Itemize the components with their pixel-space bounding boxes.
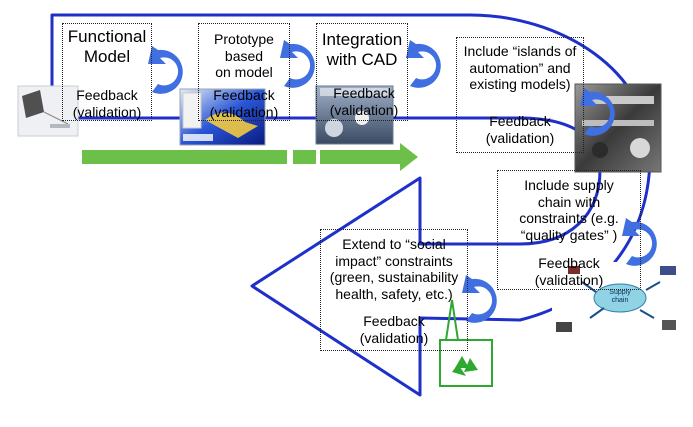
cycle-arrow-icon bbox=[580, 88, 615, 136]
stage-box-integration bbox=[316, 23, 408, 121]
stage-box-automation bbox=[456, 37, 584, 153]
stage-feedback: Feedback (validation) bbox=[359, 313, 429, 346]
supply-chain-label: Supply chain bbox=[609, 289, 631, 305]
stage-title: Extend to “social impact” constraints (g… bbox=[329, 236, 459, 302]
cycle-arrow-icon bbox=[406, 40, 441, 88]
supply-chain-image bbox=[552, 262, 682, 342]
stage-box-prototype bbox=[198, 23, 290, 121]
stage-feedback: Feedback (validation) bbox=[485, 113, 555, 146]
recycle-icon bbox=[439, 299, 493, 387]
cycle-arrow-icon bbox=[148, 46, 183, 94]
stage-box-functional-model bbox=[62, 23, 152, 121]
stage-feedback: Feedback (validation) bbox=[209, 87, 279, 120]
cycle-arrow-icon bbox=[462, 275, 497, 323]
stage-title: Prototype based on model bbox=[214, 31, 274, 81]
stage-title: Include supply chain with constraints (e… bbox=[519, 177, 619, 243]
cycle-arrow-icon bbox=[622, 218, 657, 266]
stage-box-supply-chain bbox=[497, 170, 641, 290]
functional-model-image bbox=[17, 85, 79, 137]
cad-screenshot-image bbox=[315, 85, 394, 145]
progress-arrow-icon bbox=[82, 143, 418, 171]
stage-title: Integration with CAD bbox=[321, 30, 403, 70]
stage-title: Functional Model bbox=[67, 27, 147, 67]
stage-feedback: Feedback (validation) bbox=[72, 87, 142, 120]
cycle-arrow-icon bbox=[280, 40, 315, 88]
stage-feedback: Feedback (validation) bbox=[329, 85, 399, 118]
stage-box-social-impact bbox=[320, 229, 468, 351]
stage-feedback: Feedback (validation) bbox=[534, 255, 604, 288]
prototype-fem-image bbox=[179, 88, 266, 146]
stage-title: Include “islands of automation” and exis… bbox=[463, 43, 577, 93]
